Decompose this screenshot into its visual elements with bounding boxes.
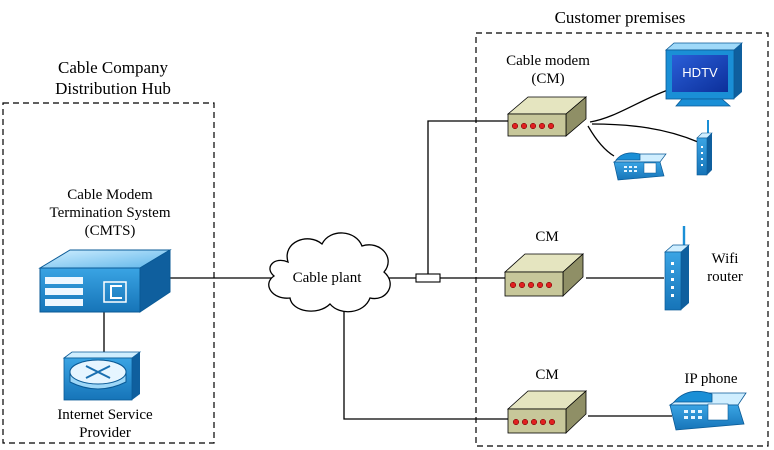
hub-title: Cable Company Distribution Hub (28, 57, 198, 99)
cm1-to-phone-line (587, 125, 615, 157)
hdtv-screen-label: HDTV (682, 65, 718, 80)
cm2-label: CM (535, 229, 559, 245)
cm1-to-router-line (591, 123, 699, 143)
cmts-label-line3: (CMTS) (84, 223, 136, 239)
cable-modem-1-icon (506, 96, 588, 137)
isp-router-icon (62, 351, 142, 401)
isp-label-line2: Provider (79, 425, 131, 441)
cm1-label-line2: (CM) (531, 71, 565, 87)
hub-title-line1: Cable Company (57, 58, 168, 77)
cm3-label: CM (535, 367, 559, 383)
ip-phone-1-icon (612, 152, 667, 181)
wifi-router-2-icon (664, 226, 690, 311)
isp-label-line1: Internet Service (57, 407, 153, 423)
cmts-device-icon (38, 249, 172, 313)
cmts-label-line2: Termination System (49, 205, 171, 221)
connection-lines (103, 89, 699, 420)
splitter (415, 273, 441, 283)
premises-title: Customer premises (554, 8, 686, 27)
cmts-label: Cable Modem Termination System (CMTS) (30, 186, 190, 240)
cm1-label-line1: Cable modem (506, 53, 590, 69)
hub-region-box (2, 102, 215, 444)
cmts-label-line1: Cable Modem (67, 187, 153, 203)
wifi-router-label-line2: router (707, 269, 743, 285)
splitter-to-cm1-line (427, 120, 508, 274)
cm1-to-hdtv-line (589, 89, 669, 123)
cable-modem-2-icon (503, 253, 585, 297)
wifi-router-label-line1: Wifi (711, 251, 739, 267)
wifi-router-label: Wifi router (698, 250, 752, 286)
premises-region-box (475, 32, 769, 447)
hub-title-line2: Distribution Hub (55, 79, 171, 98)
cable-plant-cloud (268, 232, 391, 313)
wifi-router-1-icon (696, 120, 713, 176)
ip-phone-label: IP phone (684, 371, 738, 387)
ip-phone-2-icon (668, 390, 747, 431)
cloud-label: Cable plant (292, 270, 362, 286)
hdtv-icon (664, 42, 744, 107)
isp-label: Internet Service Provider (30, 406, 180, 442)
cm1-label: Cable modem (CM) (492, 52, 604, 88)
cloud-to-cm3-line (343, 312, 508, 420)
cable-modem-3-icon (506, 390, 588, 434)
